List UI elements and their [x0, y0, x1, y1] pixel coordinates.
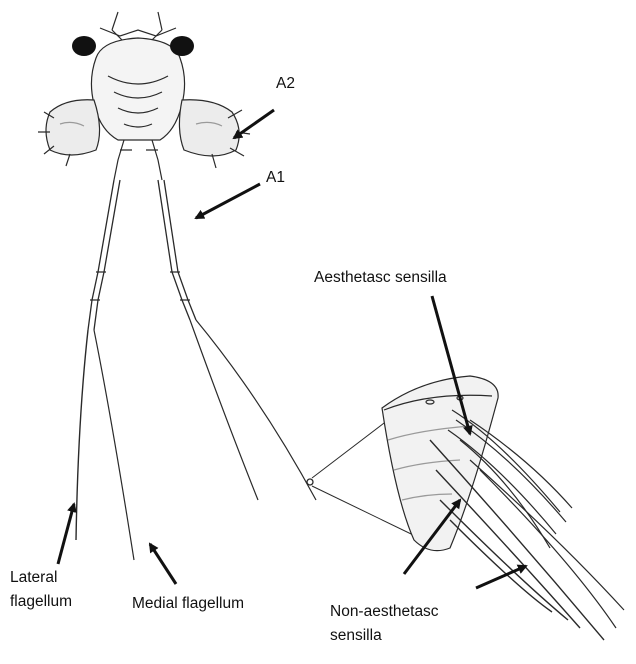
label-medial-flagellum: Medial flagellum: [132, 595, 244, 612]
antennule-right: [158, 180, 316, 500]
arrow-lateral-flagellum: [58, 504, 74, 564]
label-non-aesthetasc-line1: Non-aesthetasc: [330, 603, 439, 620]
arrow-medial-flagellum: [150, 544, 176, 584]
label-non-aesthetasc-line2: sensilla: [330, 627, 382, 644]
label-lateral-line1: Lateral: [10, 569, 57, 586]
label-a2: A2: [276, 75, 295, 92]
magnified-segment-marker: [307, 479, 313, 485]
left-eye: [72, 36, 96, 56]
label-lateral-line2: flagellum: [10, 593, 72, 610]
label-a1: A1: [266, 169, 285, 186]
arrow-a2: [234, 110, 274, 138]
antennule-left: [76, 180, 134, 560]
label-aesthetasc-sensilla: Aesthetasc sensilla: [314, 269, 447, 286]
arrow-a1: [196, 184, 260, 218]
right-eye: [170, 36, 194, 56]
crayfish-head-illustration: [38, 12, 250, 180]
magnified-flagellum-segment: [382, 376, 624, 640]
